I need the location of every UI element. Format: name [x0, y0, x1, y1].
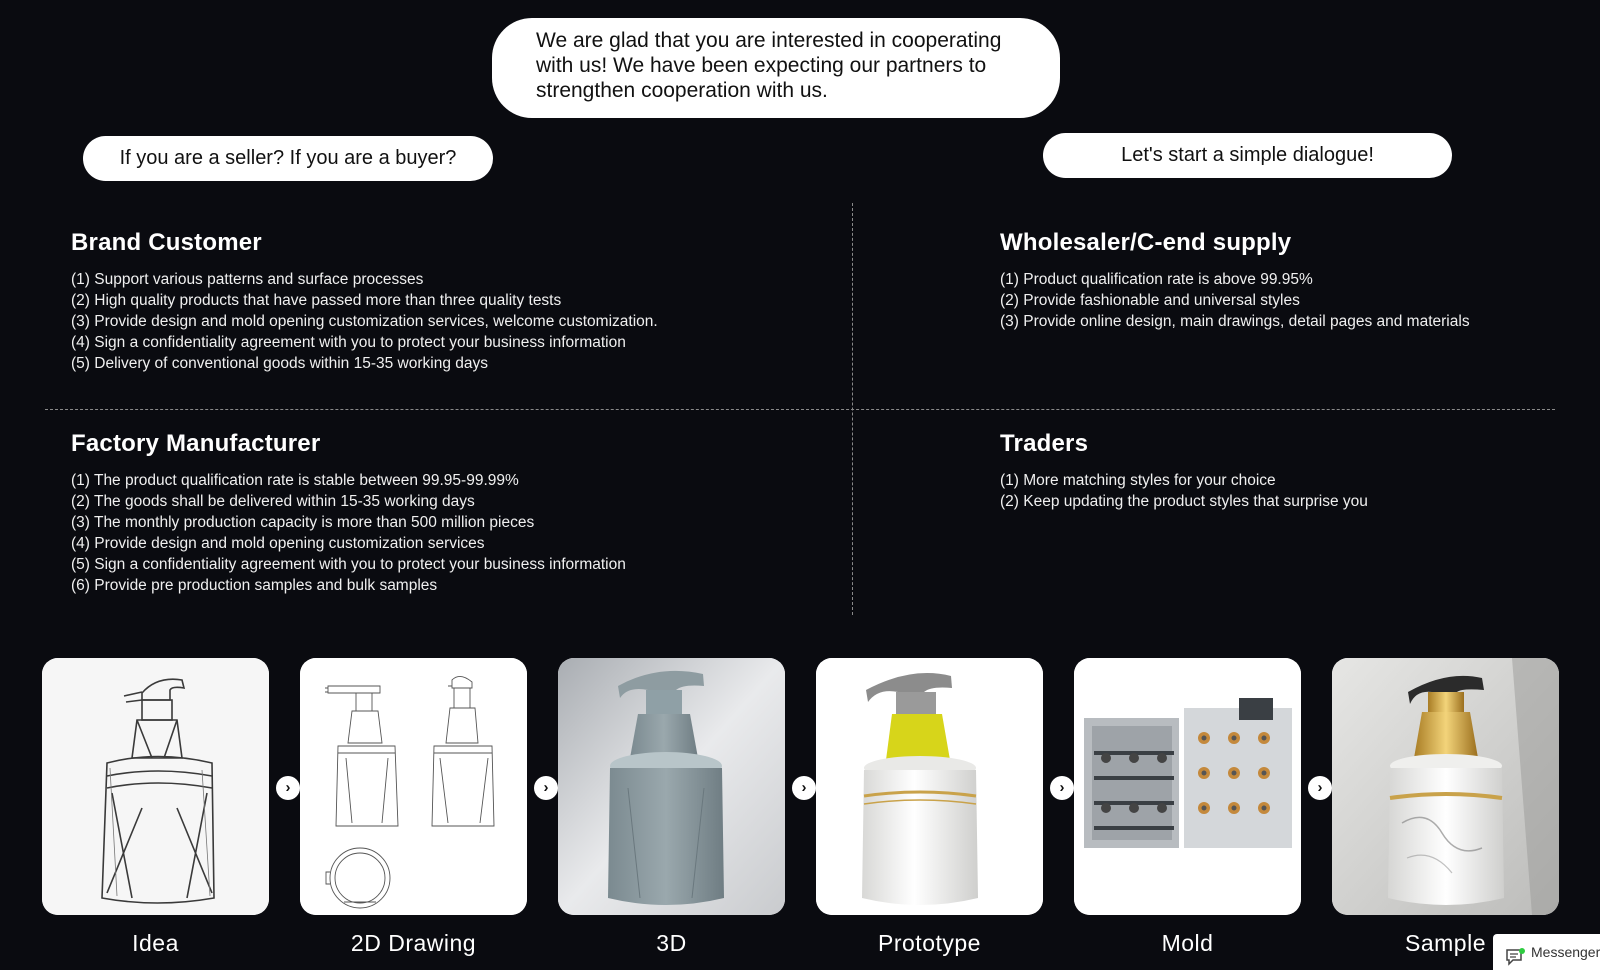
section-title: Wholesaler/C-end supply — [1000, 229, 1292, 256]
section-title: Brand Customer — [71, 229, 262, 256]
list-item: (1) More matching styles for your choice — [1000, 472, 1276, 489]
feature-list: (1) Product qualification rate is above … — [1000, 269, 1470, 332]
list-item: (2) Keep updating the product styles tha… — [1000, 493, 1368, 510]
chevron-right-icon: › — [792, 776, 816, 800]
step-sample: Sample — [1332, 658, 1559, 957]
list-item: (5) Delivery of conventional goods withi… — [71, 355, 488, 372]
step-label: Sample — [1405, 930, 1486, 956]
list-item: (4) Sign a confidentiality agreement wit… — [71, 334, 626, 351]
3d-render-image — [558, 658, 785, 915]
section-title: Traders — [1000, 430, 1089, 457]
list-item: (1) Product qualification rate is above … — [1000, 271, 1313, 288]
idea-sketch-image — [42, 658, 269, 915]
feature-list: (1) The product qualification rate is st… — [71, 470, 626, 596]
step-label: Prototype — [878, 930, 981, 956]
chat-icon — [1505, 943, 1525, 970]
chevron-right-icon: › — [1308, 776, 1332, 800]
wholesaler-section: Wholesaler/C-end supply (1) Product qual… — [1000, 229, 1470, 332]
step-label: Idea — [132, 930, 179, 956]
messenger-label: Messenger — [1531, 944, 1600, 960]
list-item: (4) Provide design and mold opening cust… — [71, 535, 485, 552]
seller-buyer-text: If you are a seller? If you are a buyer? — [119, 147, 457, 169]
list-item: (2) Provide fashionable and universal st… — [1000, 292, 1300, 309]
chevron-right-icon: › — [534, 776, 558, 800]
factory-manufacturer-section: Factory Manufacturer (1) The product qua… — [71, 430, 626, 596]
step-2d-drawing: 2D Drawing — [300, 658, 527, 957]
messenger-button[interactable]: Messenger — [1493, 934, 1600, 970]
list-item: (2) High quality products that have pass… — [71, 292, 562, 309]
horizontal-divider — [45, 409, 1555, 410]
dialogue-bubble: Let's start a simple dialogue! — [1043, 133, 1452, 178]
list-item: (2) The goods shall be delivered within … — [71, 493, 475, 510]
step-label: 3D — [656, 930, 687, 956]
section-title: Factory Manufacturer — [71, 430, 321, 457]
list-item: (5) Sign a confidentiality agreement wit… — [71, 556, 626, 573]
step-label: 2D Drawing — [350, 930, 477, 956]
step-idea: Idea — [42, 658, 269, 957]
chevron-right-icon: › — [1050, 776, 1074, 800]
traders-section: Traders (1) More matching styles for you… — [1000, 430, 1368, 512]
dialogue-text: Let's start a simple dialogue! — [1121, 144, 1374, 166]
sample-image — [1332, 658, 1559, 915]
feature-list: (1) Support various patterns and surface… — [71, 269, 658, 374]
brand-customer-section: Brand Customer (1) Support various patte… — [71, 229, 658, 374]
step-mold: Mold — [1074, 658, 1301, 957]
feature-list: (1) More matching styles for your choice… — [1000, 470, 1368, 512]
list-item: (3) The monthly production capacity is m… — [71, 514, 535, 531]
prototype-image — [816, 658, 1043, 915]
mold-image — [1074, 658, 1301, 915]
welcome-bubble: We are glad that you are interested in c… — [492, 18, 1060, 118]
2d-drawing-image — [300, 658, 527, 915]
welcome-text: We are glad that you are interested in c… — [536, 29, 1002, 102]
step-3d: 3D — [558, 658, 785, 957]
list-item: (6) Provide pre production samples and b… — [71, 577, 438, 594]
seller-buyer-bubble: If you are a seller? If you are a buyer? — [83, 136, 493, 181]
step-prototype: Prototype — [816, 658, 1043, 957]
step-label: Mold — [1161, 930, 1214, 956]
list-item: (3) Provide online design, main drawings… — [1000, 313, 1470, 330]
chevron-right-icon: › — [276, 776, 300, 800]
list-item: (3) Provide design and mold opening cust… — [71, 313, 658, 330]
list-item: (1) The product qualification rate is st… — [71, 472, 519, 489]
list-item: (1) Support various patterns and surface… — [71, 271, 424, 288]
